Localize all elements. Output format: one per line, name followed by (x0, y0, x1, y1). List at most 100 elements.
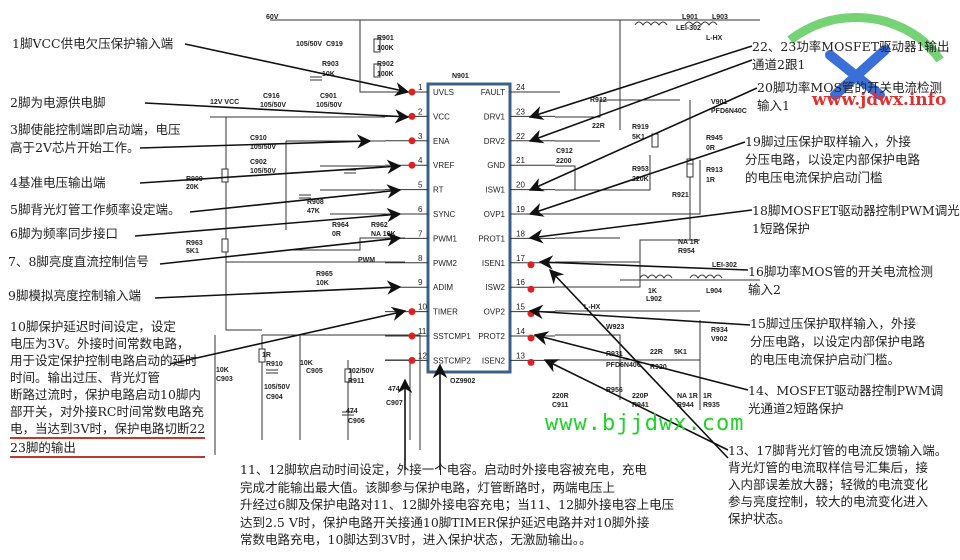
note-line: 14、MOSFET驱动器控制PWM调 (748, 383, 944, 398)
wire (555, 155, 651, 191)
wire (359, 20, 385, 93)
pin-number: 9 (418, 278, 423, 287)
component-label: R944 (677, 402, 694, 409)
component-label: 5K1 (632, 134, 645, 141)
component-label: V902 (711, 336, 727, 343)
component-label: R941 (632, 402, 649, 409)
component-label: 105/50V (316, 102, 342, 109)
wire (225, 300, 262, 331)
component-label: C912 (556, 148, 573, 155)
note-line: 11、12脚软启动时间设定，外接一个电容。启动时外接电容被充电，充电 (240, 462, 647, 477)
note-pin3-line1: 3脚使能控制端即启动端，电压 (10, 122, 181, 137)
component-label: R931 (606, 351, 623, 358)
wire (555, 239, 700, 263)
component-label: C901 (320, 93, 337, 100)
note-line: 23脚的输出 (10, 439, 206, 458)
note-pin15: 15脚过压保护取样输入，外接分压电路，以设定内部保护电路的电压电流保护启动门槛。 (750, 315, 925, 369)
component-label: PWM (358, 257, 375, 264)
component-label: 10K (316, 280, 329, 287)
component-label: PFD6N40C (606, 362, 642, 369)
component-label: R902 (377, 61, 394, 68)
pin-number: 18 (516, 229, 525, 238)
component-label: R921 (672, 192, 689, 199)
note-pin18: 18脚MOSFET驱动器控制PWM调光通道1短路保护 (752, 202, 960, 238)
note-line: 背光灯管的电流取样信号汇集后，接 (728, 460, 929, 475)
note-line: 18脚MOSFET驱动器控制PWM调光通道 (752, 203, 960, 218)
note-pin2: 2脚为电源供电脚 (10, 95, 106, 110)
component-label: 10K (300, 360, 313, 367)
annotation-arrow (184, 43, 410, 97)
ic-part: OZ9902 (450, 378, 475, 385)
note-line: 入内部误差放大器；轻微的电流变化 (728, 477, 929, 492)
watermark-jdwx: www.jdwx.info (812, 90, 947, 110)
note-line: 22、23功率MOSFET驱动器1输出 (752, 39, 950, 54)
component-label: 10K (216, 367, 229, 374)
component-label: 22R (650, 349, 663, 356)
component-label: R956 (606, 387, 623, 394)
component-label: 474 (388, 386, 400, 393)
note-pin10: 10脚保护延迟时间设定，设定电压为3V。外接时间常数电路，用于设定保护控制电路启… (10, 318, 206, 458)
pin-name-uvls: UVLS (433, 88, 454, 97)
note-pin13-17: 13、17脚背光灯管的电流反馈输入端。背光灯管的电流取样信号汇集后，接入内部误差… (728, 442, 947, 527)
pin-number: 12 (418, 351, 427, 360)
pin-name-vref: VREF (433, 161, 454, 170)
note-pin3-line2: 高于2V芯片开始工作。 (10, 140, 140, 155)
watermark-bjjdwx: www.bjjdwx.com (545, 411, 745, 436)
pin-name-sync: SYNC (433, 210, 455, 219)
pin-marker (408, 88, 416, 96)
component-label: 220K (632, 176, 649, 183)
component-label: 100K (377, 71, 394, 78)
pin-number: 15 (516, 303, 525, 312)
component-label: NA 10K (371, 231, 396, 238)
component-label: R964 (332, 222, 349, 229)
component-label: 105/50V (296, 41, 322, 48)
note-line: 输入1 (757, 98, 790, 113)
pin-name-sstcmp2: SSTCMP2 (433, 356, 471, 365)
component-label: C906 (348, 418, 365, 425)
component-label: L902 (646, 296, 662, 303)
annotation-arrow (169, 306, 407, 365)
annotation-arrow (528, 45, 753, 120)
component-label: C902 (250, 159, 267, 166)
wire (555, 165, 576, 190)
component-label: 1R (262, 352, 271, 359)
component-label: NA 1R (677, 393, 698, 400)
component-label: PFD6N40C (711, 108, 747, 115)
component-label: NA 1R (678, 239, 699, 246)
annotation-arrow (528, 209, 753, 244)
pin-number: 17 (516, 254, 525, 263)
note-line: 电，当达到3V时，保护电路切断22 (10, 420, 206, 439)
note-line: 参与亮度控制，较大的电流变化进入 (728, 494, 929, 509)
component-label: 5K1 (186, 248, 199, 255)
pin-number: 21 (516, 156, 525, 165)
pin-marker (408, 112, 416, 120)
wires (210, 19, 760, 455)
note-line: 19脚过压保护取样输入，外接 (745, 134, 911, 149)
pin-number: 6 (418, 205, 423, 214)
pin-name-isen1: ISEN1 (482, 259, 506, 268)
pin-marker (408, 332, 416, 340)
annotation-arrow (538, 255, 749, 271)
note-pin19: 19脚过压保护取样输入，外接分压电路，以设定内部保护电路的电压电流保护启动门槛 (745, 133, 920, 187)
annotation-arrow (528, 141, 746, 217)
pin-marker (408, 356, 416, 364)
note-line: 用于设定保护控制电路启动的延时 (10, 353, 198, 368)
note-line: 的电压电流保护启动门槛。 (750, 352, 901, 367)
pin-name-isw2: ISW2 (485, 283, 505, 292)
pin-number: 3 (418, 132, 423, 141)
pin-marker (408, 161, 416, 169)
pin-marker (408, 137, 416, 145)
note-pin16: 16脚功率MOS管的开关电流检测输入2 (748, 263, 933, 299)
component-label: L-HX (706, 35, 723, 42)
pin-number: 19 (516, 205, 525, 214)
inductor-symbol (689, 274, 723, 279)
pin-name-ena: ENA (433, 137, 450, 146)
component-label: R910 (266, 361, 283, 368)
note-pin5: 5脚背光灯管工作频率设定端。 (10, 202, 181, 217)
component-label: C903 (216, 376, 233, 383)
annotation-arrow (528, 59, 753, 144)
resistor-symbol (651, 133, 659, 148)
component-label: R901 (377, 35, 394, 42)
annotation-arrow (189, 184, 402, 213)
